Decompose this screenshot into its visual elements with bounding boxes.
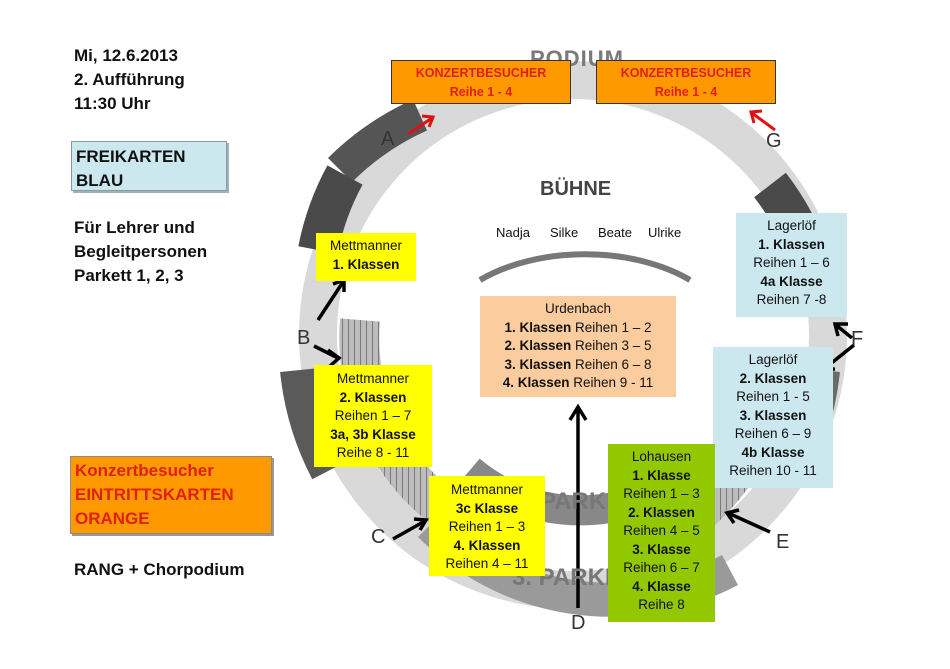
mettmanner-3-box: Mettmanner 3c Klasse Reihen 1 – 3 4. Kla… (429, 476, 545, 576)
teachers-line3: Parkett 1, 2, 3 (74, 266, 184, 285)
urdenbach-box: Urdenbach 1. Klassen Reihen 1 – 2 2. Kla… (480, 296, 676, 397)
urdenbach-row-1: 1. Klassen Reihen 1 – 2 (504, 319, 652, 335)
lager1-title: Lagerlöf (767, 218, 816, 233)
mettmanner-2-box: Mettmanner 2. Klassen Reihen 1 – 7 3a, 3… (314, 365, 432, 467)
stage-edge (478, 251, 692, 283)
lager1-l2: Reihen 1 – 6 (753, 255, 830, 270)
teachers-line1: Für Lehrer und (74, 218, 195, 237)
mett1-title: Mettmanner (329, 238, 403, 253)
stage-name-1: Nadja (496, 225, 530, 240)
lager2-l3: 3. Klassen (739, 407, 807, 423)
lager1-l1: 1. Klassen (758, 236, 825, 252)
eintrittskarten-box: Konzertbesucher EINTRITTSKARTEN ORANGE (70, 456, 272, 534)
entrance-b: B (297, 327, 311, 349)
event-date: Mi, 12.6.2013 (74, 46, 178, 65)
concert-line1: Konzertbesucher (75, 461, 214, 480)
lager1-l4: Reihen 7 -8 (756, 292, 827, 307)
entrance-f: F (851, 328, 864, 350)
mett2-l3: 3a, 3b Klasse (330, 426, 416, 442)
urdenbach-row-3: 3. Klassen Reihen 6 – 8 (504, 356, 652, 372)
entrance-c: C (371, 526, 386, 548)
mett3-l1: 3c Klasse (455, 500, 519, 516)
mett2-l4: Reihe 8 - 11 (336, 445, 410, 460)
lohausen-l8: Reihe 8 (638, 597, 685, 612)
mett2-l2: Reihen 1 – 7 (334, 408, 412, 423)
mett3-l4: Reihen 4 – 11 (445, 556, 529, 571)
rang-chorpodium: RANG + Chorpodium (74, 560, 245, 579)
urdenbach-title: Urdenbach (544, 301, 612, 316)
entrance-g: G (766, 130, 782, 152)
red-arrows (407, 109, 776, 136)
konzert-right-title: KONZERTBESUCHER (620, 66, 752, 80)
lohausen-l5: 3. Klasse (632, 541, 691, 557)
mett2-title: Mettmanner (336, 371, 410, 386)
konzert-left-rows: Reihe 1 - 4 (449, 85, 513, 99)
mett3-l3: 4. Klassen (453, 537, 521, 553)
stage-name-4: Ulrike (648, 225, 682, 240)
freikarten-line1: FREIKARTEN (76, 147, 186, 166)
freikarten-line2: BLAU (76, 171, 124, 190)
konzert-left-box: KONZERTBESUCHER Reihe 1 - 4 (391, 60, 571, 104)
teachers-line2: Begleitpersonen (74, 242, 208, 261)
teachers-info: Für Lehrer und Begleitpersonen Parkett 1… (74, 216, 207, 288)
konzert-right-rows: Reihe 1 - 4 (654, 85, 718, 99)
concert-line2: EINTRITTSKARTEN (75, 485, 234, 504)
mett3-l2: Reihen 1 – 3 (448, 519, 526, 534)
stage-name-2: Silke (550, 225, 579, 240)
lohausen-l6: Reihen 6 – 7 (623, 560, 700, 575)
lohausen-box: Lohausen 1. Klasse Reihen 1 – 3 2. Klass… (608, 444, 715, 622)
stage-name-3: Beate (598, 225, 632, 240)
lohausen-l2: Reihen 1 – 3 (623, 486, 700, 501)
lager2-l2: Reihen 1 - 5 (736, 389, 810, 404)
konzert-left-title: KONZERTBESUCHER (415, 66, 547, 80)
entrance-a: A (381, 128, 395, 150)
event-time: 11:30 Uhr (74, 94, 151, 113)
urdenbach-row-4: 4. Klassen Reihen 9 - 11 (502, 375, 654, 390)
mett3-title: Mettmanner (450, 482, 524, 497)
mett1-line1: 1. Klassen (332, 256, 400, 272)
lager1-l3: 4a Klasse (760, 273, 823, 289)
concert-line3: ORANGE (75, 509, 150, 528)
event-performance: 2. Aufführung (74, 70, 185, 89)
lager2-l4: Reihen 6 – 9 (734, 426, 812, 441)
lohausen-l1: 1. Klasse (632, 467, 691, 483)
rang-section-a (328, 99, 428, 183)
lager2-l5: 4b Klasse (741, 444, 805, 460)
lagerloef-1-box: Lagerlöf 1. Klassen Reihen 1 – 6 4a Klas… (736, 213, 847, 317)
lohausen-l7: 4. Klasse (632, 578, 691, 594)
event-header: Mi, 12.6.2013 2. Aufführung 11:30 Uhr (74, 44, 185, 116)
lager2-l6: Reihen 10 - 11 (729, 463, 817, 478)
lager2-title: Lagerlöf (748, 352, 798, 367)
lager2-l1: 2. Klassen (739, 370, 807, 386)
lohausen-title: Lohausen (631, 449, 692, 464)
freikarten-box: FREIKARTEN BLAU (71, 141, 227, 191)
mett2-l1: 2. Klassen (339, 389, 407, 405)
lohausen-l4: Reihen 4 – 5 (623, 523, 700, 538)
lohausen-l3: 2. Klassen (628, 504, 695, 520)
konzert-right-box: KONZERTBESUCHER Reihe 1 - 4 (596, 60, 776, 104)
lagerloef-2-box: Lagerlöf 2. Klassen Reihen 1 - 5 3. Klas… (713, 347, 833, 488)
urdenbach-row-2: 2. Klassen Reihen 3 – 5 (504, 338, 652, 353)
entrance-e: E (776, 531, 790, 553)
mettmanner-1-box: Mettmanner 1. Klassen (316, 233, 416, 281)
buehne-label: BÜHNE (540, 178, 612, 200)
entrance-d: D (571, 612, 586, 634)
